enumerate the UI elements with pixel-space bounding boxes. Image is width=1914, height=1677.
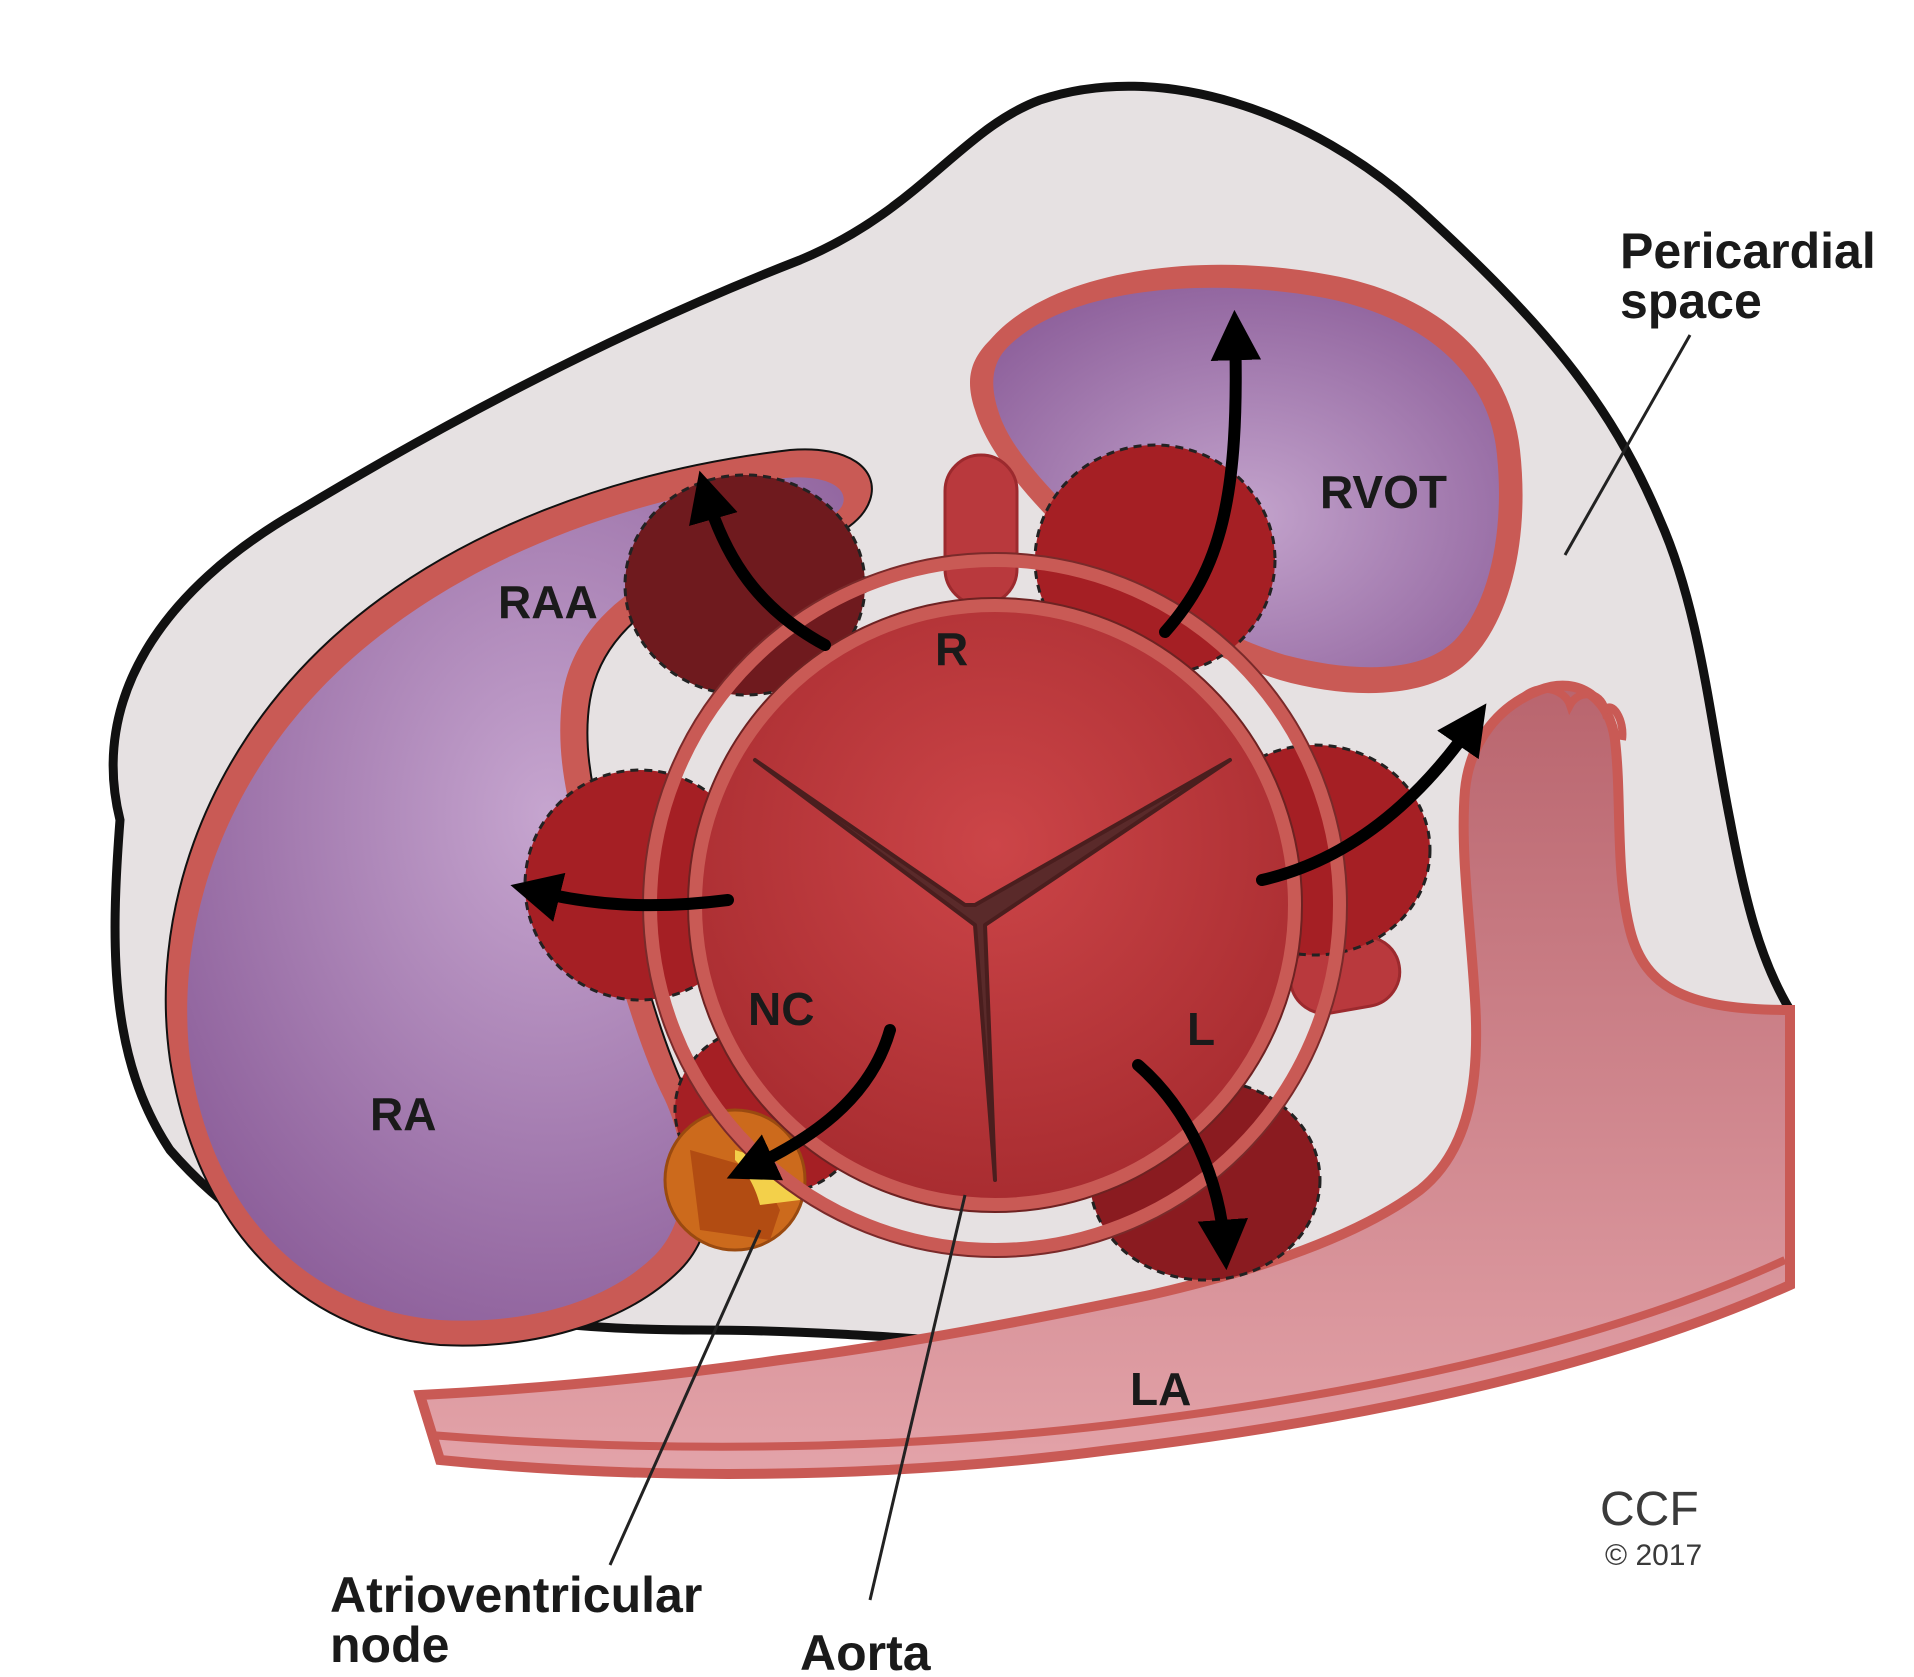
label-aorta: Aorta — [800, 1625, 932, 1677]
label-raa: RAA — [498, 576, 598, 628]
label-pericardial-line2: space — [1620, 273, 1762, 329]
label-nc: NC — [748, 983, 814, 1035]
right-coronary-stub — [945, 455, 1017, 605]
label-av-node-line1: Atrioventricular — [330, 1567, 702, 1623]
label-rvot: RVOT — [1320, 466, 1447, 518]
label-av-node-line2: node — [330, 1617, 449, 1673]
label-pericardial-line1: Pericardial — [1620, 223, 1876, 279]
label-la: LA — [1130, 1363, 1191, 1415]
label-l: L — [1187, 1003, 1215, 1055]
label-r: R — [935, 623, 968, 675]
credit-org: CCF — [1600, 1483, 1699, 1536]
label-ra: RA — [370, 1088, 436, 1140]
credit-year: © 2017 — [1605, 1539, 1702, 1572]
